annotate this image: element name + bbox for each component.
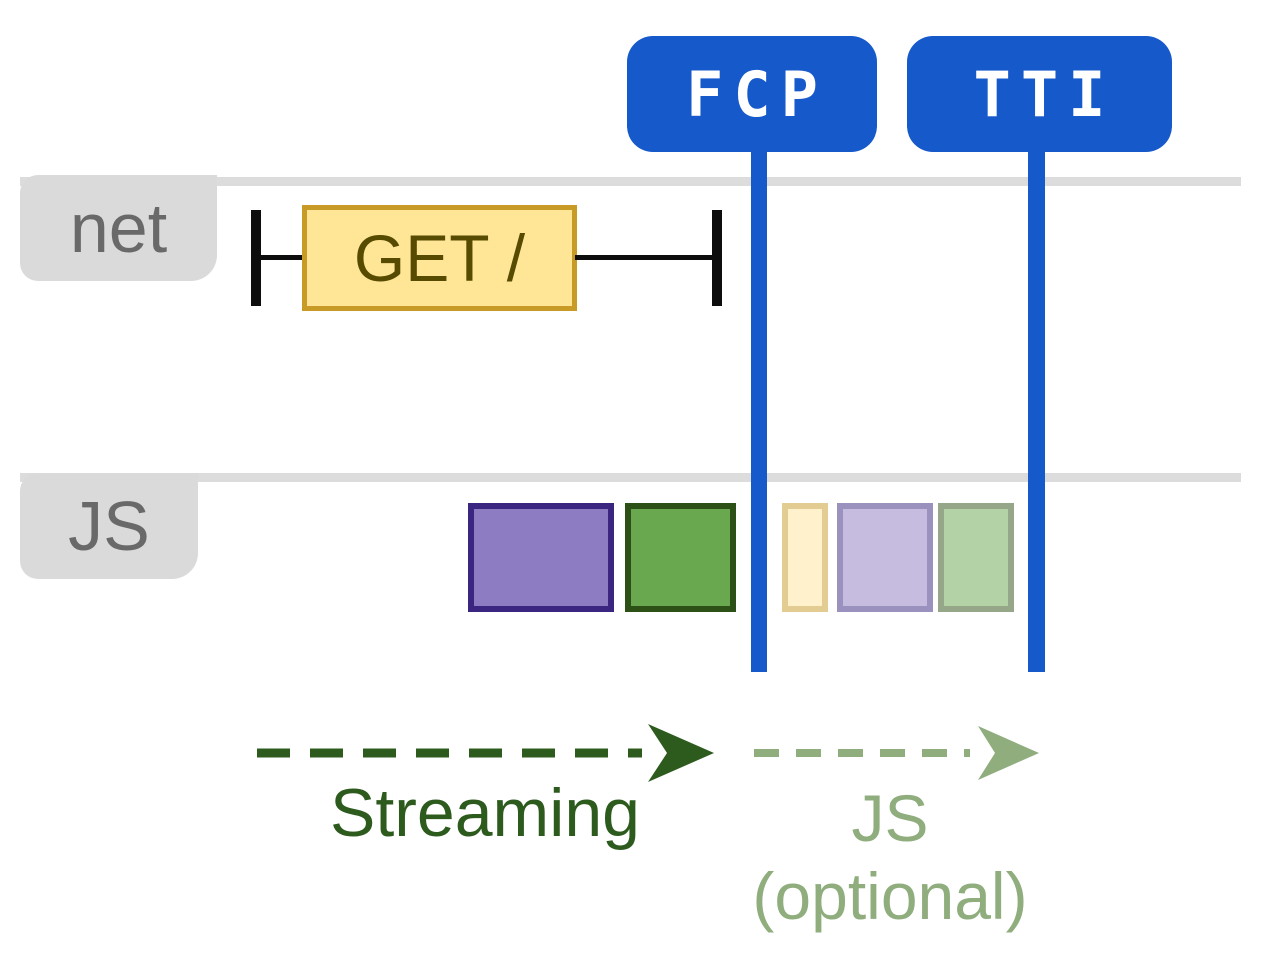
net-lane-label-text: net [69, 189, 168, 267]
js-block-purple-faded [837, 503, 933, 612]
js-optional-caption-text: JS [851, 781, 929, 855]
streaming-caption-text: Streaming [330, 775, 640, 851]
streaming-caption: Streaming [230, 775, 740, 851]
tti-badge-label: TTI [973, 57, 1116, 131]
fcp-marker-line [751, 150, 767, 672]
tti-badge: TTI [907, 36, 1172, 152]
js-block-purple [468, 503, 614, 612]
request-end-tick [712, 210, 722, 306]
fcp-badge: FCP [627, 36, 877, 152]
js-optional-subcaption-text: (optional) [752, 859, 1028, 933]
js-optional-subcaption: (optional) [700, 859, 1080, 933]
get-request-label: GET / [353, 221, 526, 295]
js-block-green [625, 503, 736, 612]
js-lane-line [20, 473, 1241, 482]
request-start-tick [251, 210, 261, 306]
js-block-green-faded [938, 503, 1014, 612]
net-lane-line [20, 177, 1241, 186]
js-lane-label-text: JS [68, 487, 150, 565]
js-optional-arrow-icon [754, 726, 1039, 780]
net-lane-label: net [20, 175, 217, 281]
fcp-badge-label: FCP [686, 57, 828, 131]
js-lane-label: JS [20, 473, 198, 579]
request-start-connector [259, 255, 304, 260]
get-request-box: GET / [302, 205, 577, 311]
request-end-connector [575, 255, 715, 260]
js-block-yellow-faded [782, 503, 828, 612]
tti-marker-line [1028, 150, 1045, 672]
streaming-arrow-icon [257, 724, 714, 782]
js-optional-caption: JS [740, 781, 1040, 855]
